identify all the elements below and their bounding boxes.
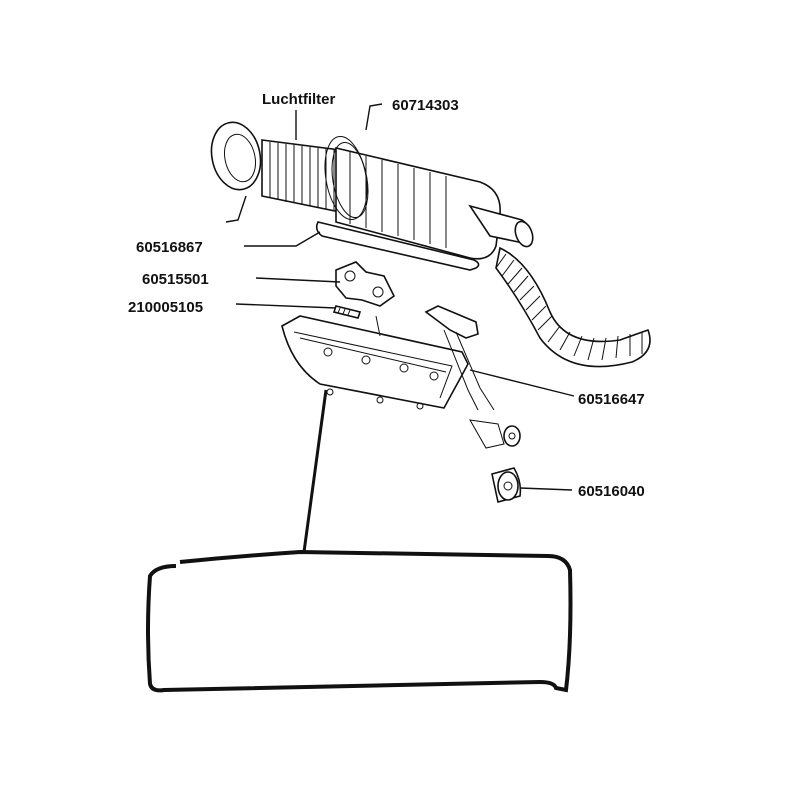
leader-60515501 [255,277,341,283]
valve-cover-gasket [146,549,573,693]
clamp-band [324,135,368,221]
label-luchtfilter: Luchtfilter [262,91,335,108]
valve-cover [281,315,469,410]
stud-bolt [332,305,362,319]
label-60516040: 60516040 [578,483,645,500]
mounting-bracket [315,221,480,271]
leader-60516647 [469,369,575,397]
filter-end-cap [210,121,262,191]
part-labels: Luchtfilter 60714303 60516867 60515501 2… [128,91,645,500]
leader-210005105 [235,303,337,309]
leader-60516040 [519,487,573,491]
leader-60714303 [365,103,383,131]
label-60516647: 60516647 [578,391,645,408]
rubber-bush [491,467,522,503]
leader-60516867 [244,231,321,247]
leader-end-cap [225,195,247,223]
gasket-plate [335,261,396,307]
filter-element [261,139,341,213]
filter-end-cap-inner [224,133,256,183]
support-arm [424,305,521,449]
leader-gasket [302,389,328,553]
label-60515501: 60515501 [142,271,209,288]
label-210005105: 210005105 [128,299,203,316]
label-60516867: 60516867 [136,239,203,256]
filter-housing [335,146,501,260]
filter-ribs [269,142,335,211]
housing-ribs [349,152,447,248]
flexible-hose [495,246,651,368]
leader-lines [225,103,575,553]
air-filter-assembly [210,121,534,271]
label-60714303: 60714303 [392,97,459,114]
